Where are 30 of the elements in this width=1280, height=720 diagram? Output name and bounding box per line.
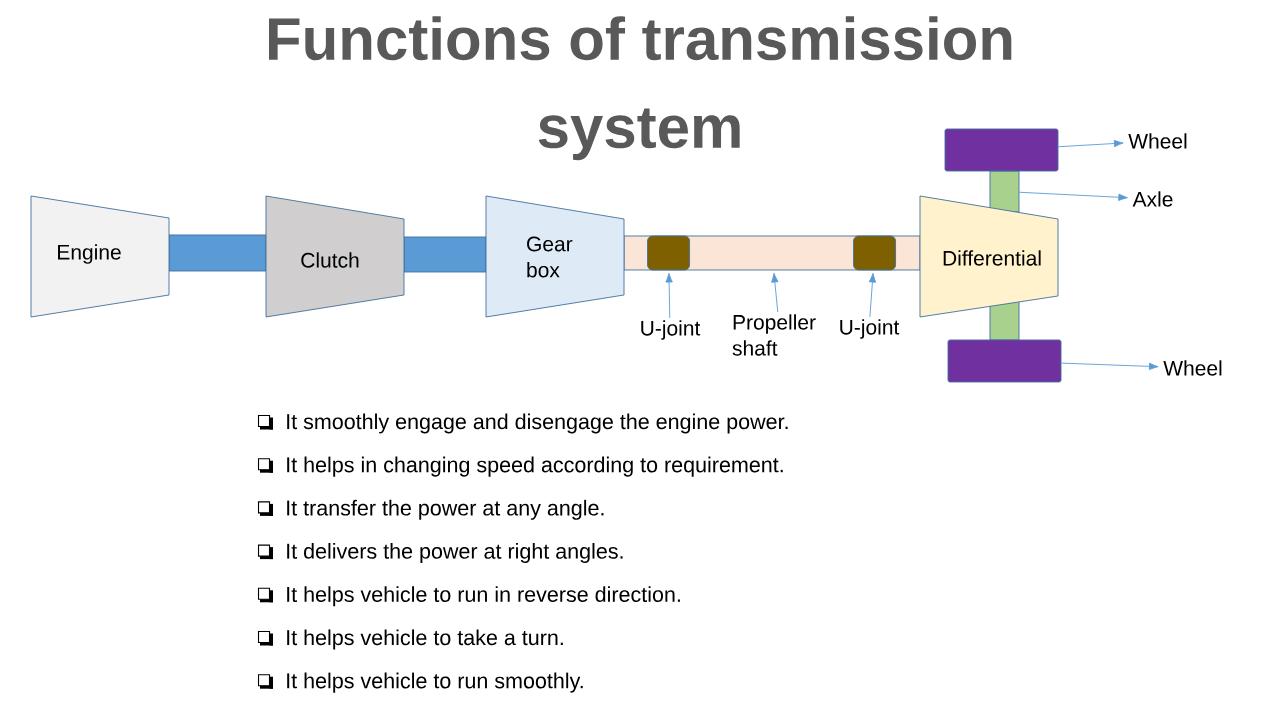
leader-arrow	[1058, 139, 1124, 148]
leader-arrow	[1019, 191, 1128, 201]
bullet-text: It smoothly engage and disengage the engine power.	[287, 413, 788, 434]
component-trapezoid: Engine	[30, 195, 170, 318]
leader-arrow	[868, 272, 877, 318]
part-label: Wheel	[1128, 133, 1187, 149]
part-label: Axle	[1132, 191, 1173, 207]
bullet-text: It helps in changing speed according to requirement.	[287, 456, 783, 477]
bullet-text: It helps vehicle to run smoothly.	[287, 672, 583, 693]
bullet-text: It helps vehicle to take a turn.	[287, 629, 563, 650]
bullet-text: It transfer the power at any angle.	[287, 499, 604, 520]
component-trapezoid: Clutch	[265, 195, 405, 318]
title: Functions of transmission system	[269, 16, 1012, 161]
wheel-block	[944, 128, 1059, 172]
wheel-block	[947, 339, 1062, 383]
u-joint-block	[853, 235, 896, 271]
part-label: Wheel	[1163, 360, 1222, 376]
leader-arrow	[771, 272, 779, 313]
leader-arrow	[1061, 362, 1159, 371]
leader-arrow	[665, 272, 673, 319]
component-trapezoid: Gear box	[485, 195, 625, 318]
shaft-bar	[168, 234, 267, 272]
bullet-text: It helps vehicle to run in reverse direction.	[287, 586, 680, 607]
part-label: U-joint	[840, 319, 900, 339]
shaft-bar	[403, 236, 487, 273]
part-label: U-joint	[641, 320, 701, 340]
u-joint-block	[647, 235, 690, 271]
bullet-text: It delivers the power at right angles.	[287, 543, 623, 564]
component-trapezoid: Differential	[919, 195, 1059, 318]
part-label: Propeller shaft	[732, 314, 816, 356]
